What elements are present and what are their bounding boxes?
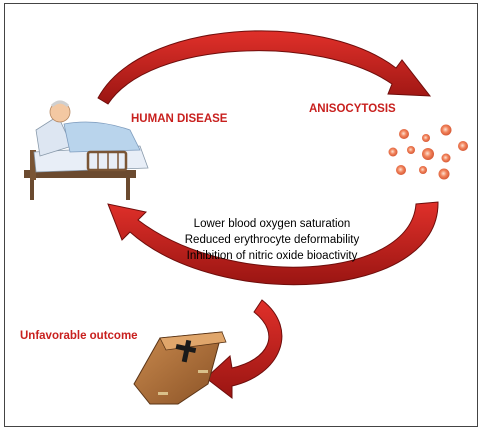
mechanism-erythrocyte-deformability: Reduced erythrocyte deformability bbox=[184, 234, 360, 246]
coffin-icon bbox=[133, 331, 227, 405]
patient-in-bed-icon bbox=[24, 100, 149, 200]
arrow-anisocytosis-to-disease bbox=[107, 201, 439, 286]
label-anisocytosis: ANISOCYTOSIS bbox=[309, 103, 396, 115]
red-blood-cells-icon bbox=[388, 124, 468, 180]
mechanism-nitric-oxide: Inhibition of nitric oxide bioactivity bbox=[186, 250, 358, 262]
arrow-disease-to-anisocytosis bbox=[97, 30, 432, 105]
label-human-disease: HUMAN DISEASE bbox=[131, 113, 228, 125]
label-unfavorable-outcome: Unfavorable outcome bbox=[20, 330, 138, 342]
arrow-to-outcome bbox=[205, 299, 283, 400]
mechanism-oxygen-saturation: Lower blood oxygen saturation bbox=[193, 218, 351, 230]
mechanism-list: Lower blood oxygen saturation Reduced er… bbox=[162, 216, 382, 264]
